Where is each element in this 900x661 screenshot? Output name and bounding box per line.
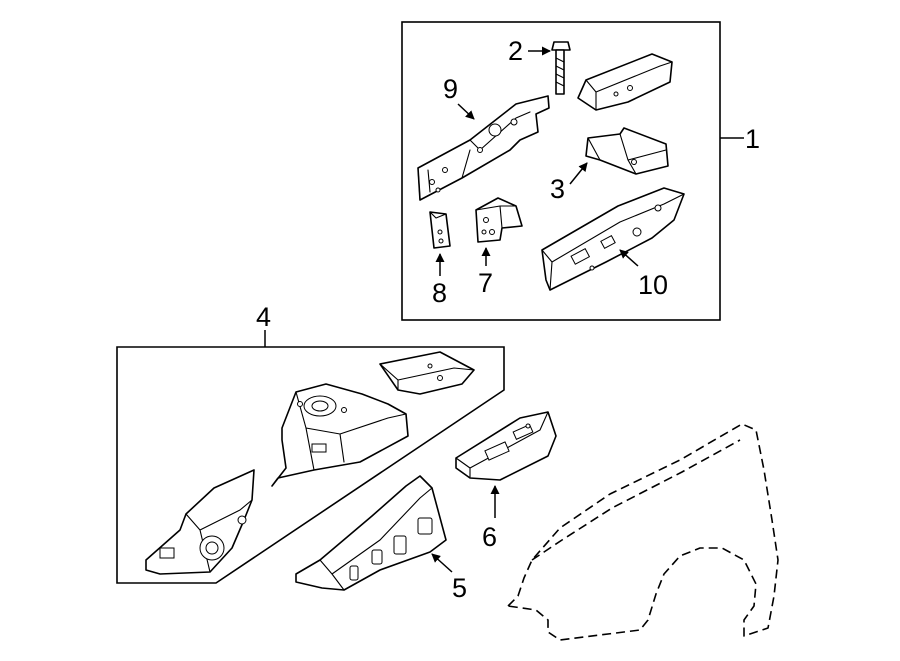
callout-9: 9: [443, 74, 458, 104]
part-lower-apron: [145, 469, 255, 575]
part-9-rail: [417, 95, 550, 201]
part-5-rail: [295, 475, 447, 591]
part-3-bracket: [585, 127, 669, 175]
leader-5: [431, 553, 453, 573]
fender-outline-dashed: [507, 423, 779, 641]
callout-6: 6: [482, 522, 497, 552]
callout-5: 5: [452, 573, 467, 603]
callout-8: 8: [432, 278, 447, 308]
callout-3: 3: [550, 174, 565, 204]
callout-7: 7: [478, 268, 493, 298]
part-2-bolt: [551, 41, 571, 95]
callout-1: 1: [745, 124, 760, 154]
part-upper-bracket: [577, 53, 673, 111]
part-apron-panel: [379, 351, 475, 395]
leader-10: [619, 249, 639, 267]
part-strut-tower: [271, 383, 409, 487]
part-6-bracket: [455, 411, 557, 481]
callout-2: 2: [508, 36, 523, 66]
part-7-gusset: [475, 197, 523, 243]
callout-4: 4: [256, 302, 271, 332]
callout-10: 10: [638, 270, 668, 300]
part-8-plate: [429, 211, 451, 249]
leader-9: [457, 103, 475, 120]
assembly-frame-1: [401, 21, 721, 321]
leader-3: [569, 162, 588, 185]
part-10-rail: [541, 187, 685, 291]
assembly-frame-4: [116, 346, 505, 584]
